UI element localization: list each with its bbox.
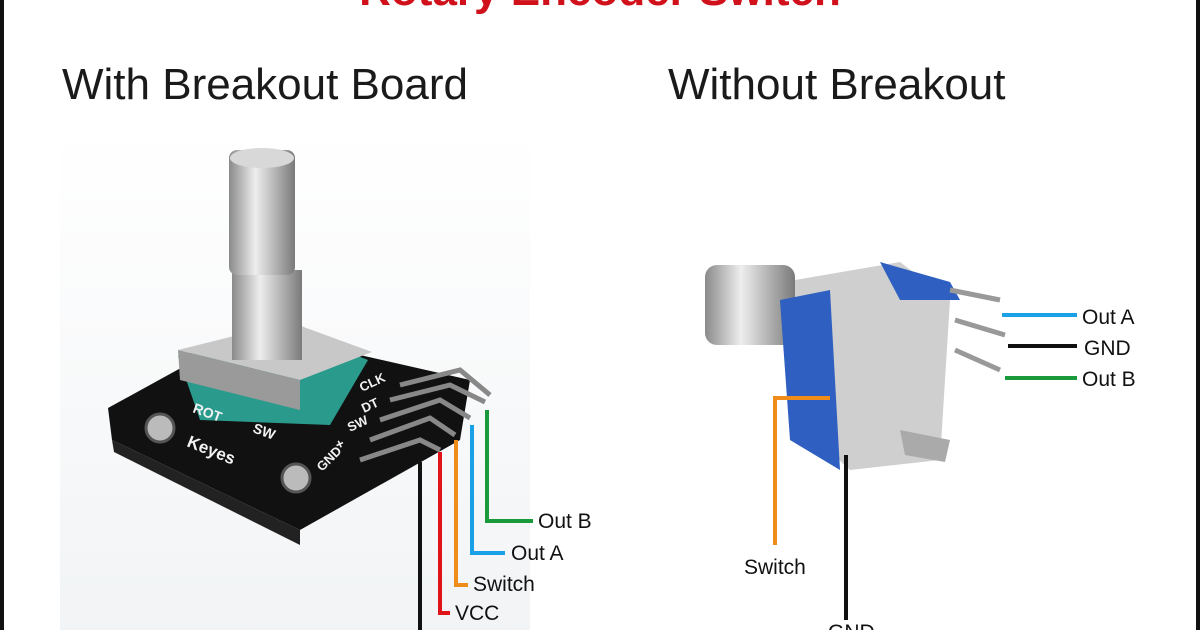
wire-vcc-left — [438, 452, 450, 615]
bare-encoder — [705, 262, 1006, 470]
label-gnd-bottom-right: GND — [828, 622, 875, 630]
label-out-a-left: Out A — [511, 542, 564, 565]
wire-switch-right — [773, 396, 830, 545]
label-vcc-left: VCC — [455, 602, 500, 625]
label-out-b-right: Out B — [1082, 368, 1136, 391]
diagram-title: Rotary Encoder Switch — [0, 0, 1200, 16]
label-out-a-right: Out A — [1082, 306, 1135, 329]
left-heading: With Breakout Board — [62, 60, 468, 109]
left-border — [0, 0, 4, 630]
label-out-b-left: Out B — [538, 510, 592, 533]
board-label-sw: SW — [251, 420, 278, 443]
label-switch-right: Switch — [744, 556, 806, 579]
board-label-dt: DT — [359, 395, 381, 416]
label-gnd-right: GND — [1084, 337, 1131, 360]
wire-out-b-left — [485, 410, 533, 523]
wire-out-a-left — [470, 425, 505, 555]
right-heading: Without Breakout — [668, 60, 1006, 109]
label-switch-left: Switch — [473, 573, 535, 596]
right-border — [1196, 0, 1200, 630]
breakout-board-module: CLK DT SW + GND ROT SW Keyes — [60, 130, 530, 630]
wire-switch-left — [454, 440, 468, 587]
